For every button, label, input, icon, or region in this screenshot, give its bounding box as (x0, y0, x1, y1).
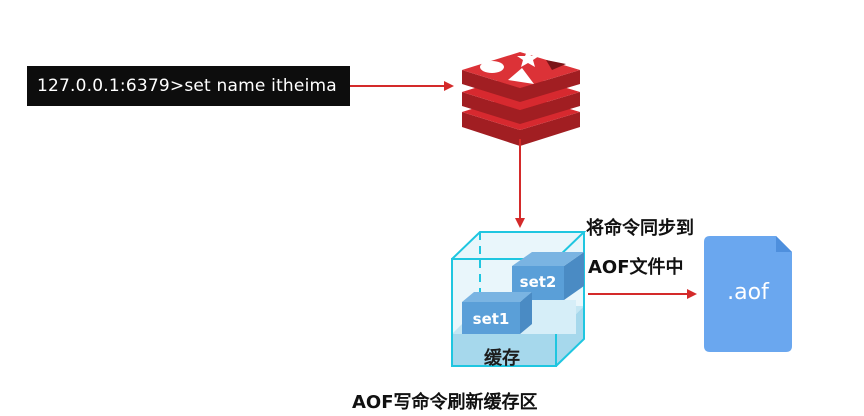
cache-label: 缓存 (484, 348, 520, 369)
sync-label-line1: 将命令同步到 (586, 218, 694, 239)
cache-block-set1 (462, 292, 532, 334)
cache-block-set1-label: set1 (472, 310, 510, 328)
redis-logo-icon (462, 49, 580, 146)
command-text: 127.0.0.1:6379>set name itheima (37, 76, 337, 96)
command-box: 127.0.0.1:6379>set name itheima (27, 66, 350, 106)
diagram-caption: AOF写命令刷新缓存区 (352, 392, 538, 413)
cache-block-set2-label: set2 (519, 273, 557, 291)
aof-file-label: .aof (727, 280, 769, 305)
sync-label-line2: AOF文件中 (588, 257, 684, 278)
aof-file-icon (704, 236, 792, 352)
